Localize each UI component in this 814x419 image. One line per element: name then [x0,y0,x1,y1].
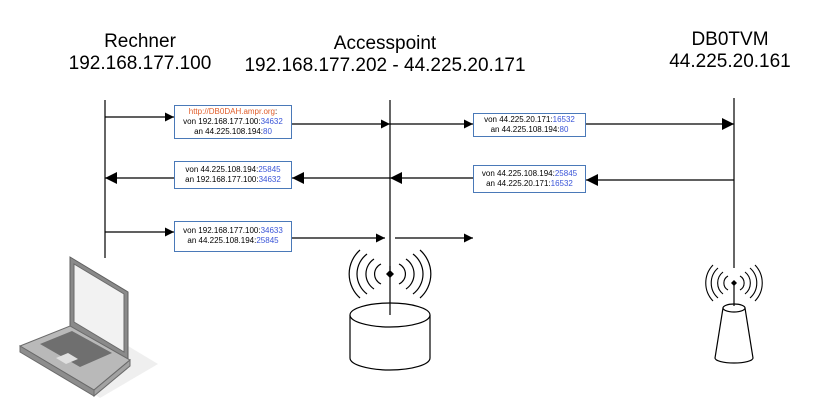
antenna-icon [705,264,763,364]
rechner-header: Rechner 192.168.177.100 [40,31,240,75]
from-port: 25845 [258,165,281,174]
to-label: an 44.225.108.194: [490,125,560,134]
rechner-name: Rechner [104,31,176,52]
request-from-line: von 44.225.20.171:16532 [474,115,585,125]
response-packet-box-left: von 44.225.108.194:25845 an 192.168.177.… [174,161,292,189]
to-port: 80 [559,125,569,134]
from-port: 16532 [552,115,575,124]
from-port: 34632 [260,117,283,126]
request-packet-box-right: von 44.225.20.171:16532 an 44.225.108.19… [473,113,586,137]
request-url-line: http://DB0DAH.ampr.org: [175,107,291,117]
response-from-line: von 44.225.108.194:25845 [175,165,291,175]
third-packet-box: von 192.168.177.100:34633 an 44.225.108.… [174,221,292,252]
request-url: http://DB0DAH.ampr.org [188,107,276,116]
response-from-line: von 44.225.108.194:25845 [474,169,585,179]
third-from-line: von 192.168.177.100:34633 [175,226,291,236]
to-label: an 44.225.108.194: [194,127,264,136]
from-label: von 192.168.177.100: [183,226,261,235]
to-port: 80 [263,127,272,136]
db0tvm-header: DB0TVM 44.225.20.161 [630,29,814,73]
accesspoint-name: Accesspoint [333,33,437,54]
to-port: 34632 [258,175,281,184]
request-packet-box-left: http://DB0DAH.ampr.org: von 192.168.177.… [174,105,292,139]
from-label: von 192.168.177.100: [183,117,261,126]
from-port: 34633 [260,226,283,235]
response-to-line: an 192.168.177.100:34632 [175,175,291,185]
request-from-line: von 192.168.177.100:34632 [175,117,291,127]
laptop-icon [18,256,158,398]
request-url-suffix: : [275,107,278,116]
to-port: 25845 [256,236,279,245]
request-to-line: an 44.225.108.194:80 [175,127,291,137]
to-label: an 44.225.108.194: [187,236,257,245]
third-to-line: an 44.225.108.194:25845 [175,236,291,246]
db0tvm-ip: 44.225.20.161 [669,51,791,72]
response-to-line: an 44.225.20.171:16532 [474,179,585,189]
rechner-ip: 192.168.177.100 [68,53,212,74]
from-label: von 44.225.20.171: [484,115,553,124]
from-port: 25845 [554,169,578,178]
accesspoint-header: Accesspoint 192.168.177.202 - 44.225.20.… [225,33,545,77]
request-to-line: an 44.225.108.194:80 [474,125,585,135]
to-port: 16532 [550,179,573,188]
to-label: an 192.168.177.100: [185,175,259,184]
to-label: an 44.225.20.171: [486,179,551,188]
db0tvm-name: DB0TVM [691,29,769,50]
response-packet-box-right: von 44.225.108.194:25845 an 44.225.20.17… [473,165,586,193]
wifi-router-icon [348,249,432,371]
from-label: von 44.225.108.194: [185,165,259,174]
from-label: von 44.225.108.194: [481,169,555,178]
accesspoint-ip: 192.168.177.202 - 44.225.20.171 [244,55,526,76]
